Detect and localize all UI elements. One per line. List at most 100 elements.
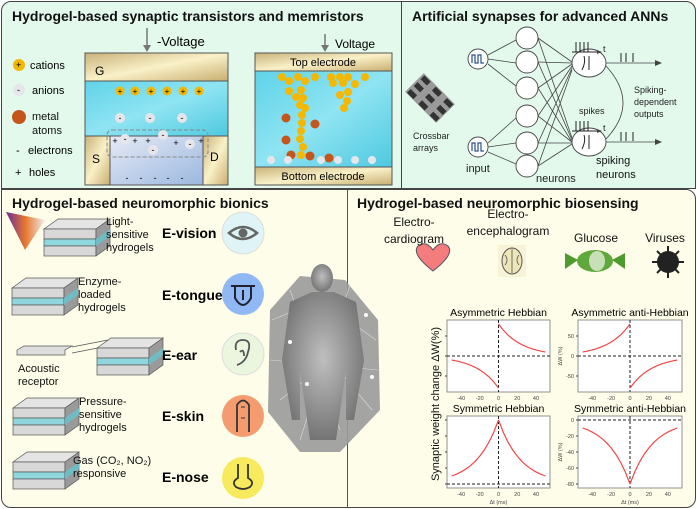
y-tick-label: 0 (571, 354, 574, 360)
acoustic-receptor-icon (16, 345, 74, 356)
bottom-electrode-label: Bottom electrode (281, 171, 364, 183)
drain-label: D (210, 150, 219, 164)
x-tick-label: 0 (628, 492, 631, 498)
bionics-title: Hydrogel-based neuromorphic bionics (12, 195, 269, 211)
legend-electrons: electrons (28, 145, 73, 157)
y-tick-label: -80 (566, 482, 574, 488)
x-tick-label: 40 (665, 492, 671, 498)
target-label: Glucose (573, 231, 619, 245)
sense-icons (221, 211, 265, 499)
svg-text:-: - (181, 173, 184, 183)
human-body-image (268, 264, 380, 452)
y-tick-label: 50 (568, 334, 574, 340)
synapse-connections (487, 37, 655, 167)
arrow-down-icon (143, 45, 151, 52)
top-electrode-label: Top electrode (290, 57, 356, 69)
x-axis-label: Δt (ms) (621, 500, 639, 506)
voltage-label: Voltage (335, 37, 375, 51)
input-label: input (466, 163, 490, 175)
x-tick-label: 0 (497, 492, 500, 498)
svg-text:-: - (140, 173, 143, 183)
candy-icon (565, 250, 625, 272)
transistor: -Voltage G S D ++++++ ------- +++++ ----… (84, 28, 229, 186)
chart-title: Asymmetric Hebbian (450, 307, 547, 319)
svg-text:-: - (152, 145, 155, 155)
legend-metal: metal atoms (32, 111, 62, 137)
svg-text:+: + (16, 60, 21, 70)
curve-positive-dt (629, 427, 678, 485)
svg-text:-: - (167, 173, 170, 183)
svg-text:+: + (132, 136, 137, 146)
svg-text:+: + (181, 87, 186, 96)
curve-positive-dt (629, 359, 678, 389)
metal-atom-icon (12, 110, 26, 124)
target-label: Viruses (645, 231, 685, 245)
device-label: Pressure-sensitive hydrogels (79, 396, 127, 434)
svg-text:+: + (165, 87, 170, 96)
x-tick-label: 0 (497, 396, 500, 402)
x-tick-label: 20 (514, 492, 520, 498)
device-label: Gas (CO₂, NO₂) responsive (73, 455, 152, 480)
neurons-label: neurons (536, 173, 576, 185)
x-tick-label: 20 (646, 396, 652, 402)
gate-label: G (95, 64, 104, 78)
chart-title: Symmetric anti-Hebbian (574, 403, 686, 415)
svg-text:+: + (197, 87, 202, 96)
spikes-label: spikes (579, 106, 605, 116)
y-tick-label: -20 (566, 434, 574, 440)
time-label: t (603, 123, 606, 133)
virus-icon (652, 246, 684, 278)
svg-text:+: + (149, 87, 154, 96)
y-tick-label: -60 (566, 466, 574, 472)
chart-title: Symmetric Hebbian (453, 403, 545, 415)
x-tick-label: -20 (607, 396, 615, 402)
svg-text:+: + (145, 136, 150, 146)
neuron-layer (467, 26, 607, 178)
svg-text:-: - (189, 139, 192, 149)
crossbar-label: Crossbar arrays (413, 131, 450, 153)
y-axis-label: ΔW (%) (558, 346, 564, 365)
heart-icon (415, 243, 451, 272)
x-tick-label: 40 (665, 396, 671, 402)
legend-holes: holes (29, 167, 56, 179)
svg-text:-: - (181, 113, 184, 123)
svg-text:+: + (198, 136, 203, 146)
y-axis-label: ΔW (%) (558, 442, 564, 461)
cation-icon (13, 59, 25, 71)
x-tick-label: 40 (533, 396, 539, 402)
y-tick-label: -50 (566, 374, 574, 380)
target-label: Electro-encephalogram (466, 207, 550, 238)
ann-panel (401, 1, 696, 189)
curve-positive-dt (497, 419, 546, 477)
ear-icon (221, 332, 265, 376)
light-icon (6, 212, 45, 250)
x-tick-label: -40 (457, 396, 465, 402)
x-tick-label: 40 (533, 492, 539, 498)
curve-negative-dt (582, 427, 631, 485)
transistor-memristor-diagram: + cations - anions - electrons + holes -… (12, 28, 393, 186)
outputs-label: Spiking-dependent outputs (634, 85, 677, 119)
svg-text:+: + (173, 138, 178, 148)
device-label: Light-sensitive hydrogels (106, 216, 154, 254)
nose-icon (222, 457, 264, 499)
svg-text:-: - (16, 145, 20, 157)
x-tick-label: 20 (514, 396, 520, 402)
sense-label: E-ear (162, 347, 198, 363)
legend: + cations - anions - electrons + holes (12, 59, 73, 179)
y-tick-label: 0 (571, 418, 574, 424)
bionics-diagram: E-vision E-tongue E-ear E-skin E-nose (6, 211, 684, 499)
x-axis-label: Δt (ms) (490, 500, 508, 506)
x-tick-label: -20 (476, 396, 484, 402)
ann-title: Artificial synapses for advanced ANNs (412, 8, 669, 24)
sense-label: E-tongue (162, 287, 223, 303)
x-tick-label: -40 (457, 492, 465, 498)
transistors-title: Hydrogel-based synaptic transistors and … (12, 8, 364, 24)
curve-negative-dt (451, 359, 499, 389)
curve-positive-dt (498, 323, 546, 353)
spiking-neurons-label: spiking neurons (596, 155, 636, 181)
svg-text:+: + (15, 167, 21, 179)
finger-icon (222, 395, 264, 437)
legend-anions: anions (32, 85, 65, 97)
sense-label: E-nose (162, 469, 209, 485)
